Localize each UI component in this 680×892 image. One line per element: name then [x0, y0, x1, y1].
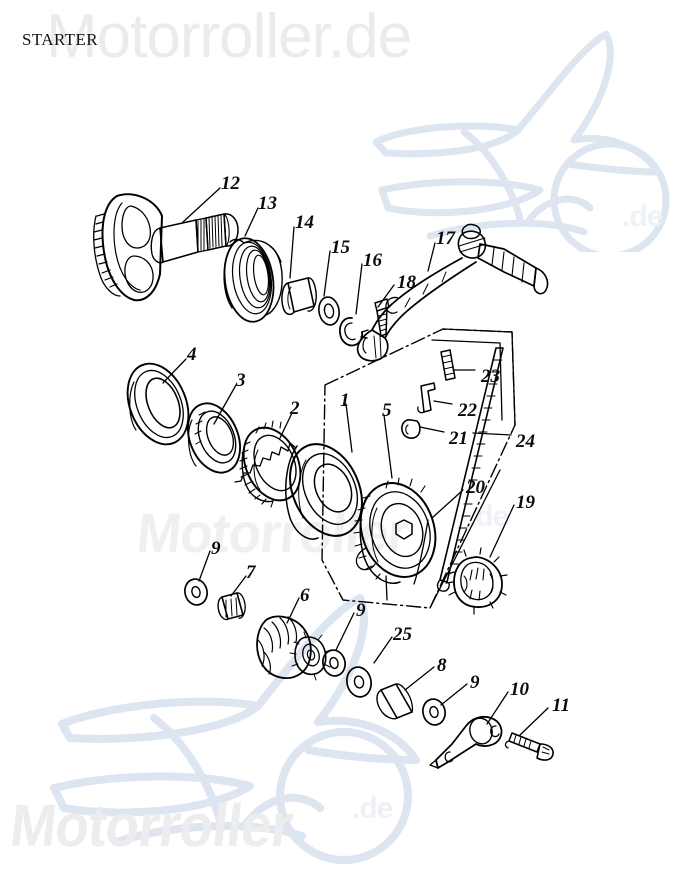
- part-shaft-20: [413, 519, 429, 585]
- part-clutch-cage-2: [239, 420, 302, 508]
- crankcase-outline: [321, 328, 516, 609]
- callout-number-16: 16: [363, 250, 382, 271]
- callout-number-1: 1: [340, 390, 350, 411]
- callout-number-10: 10: [510, 679, 529, 700]
- callout-number-8: 8: [437, 655, 447, 676]
- callout-leader-lines: [162, 187, 549, 736]
- callout-number-9b: 9: [356, 600, 366, 621]
- part-return-spring: [223, 237, 283, 323]
- crankcase-outline-inner: [385, 328, 516, 609]
- part-washer-15: [318, 296, 340, 326]
- part-roll-pin-7: [217, 592, 246, 621]
- callout-number-22: 22: [458, 400, 477, 421]
- part-kick-lever: [356, 223, 549, 362]
- callout-number-5: 5: [382, 400, 392, 421]
- part-idle-gear-6: [256, 615, 332, 681]
- callout-number-7: 7: [246, 562, 256, 583]
- callout-number-24: 24: [516, 431, 535, 452]
- callout-number-20: 20: [466, 477, 485, 498]
- part-washer-9b: [322, 649, 346, 677]
- callout-number-11: 11: [552, 695, 570, 716]
- callout-number-25: 25: [393, 624, 412, 645]
- part-roll-pin-23: [440, 349, 456, 381]
- callout-number-13: 13: [258, 193, 277, 214]
- part-bushing-sleeve: [281, 277, 317, 316]
- callout-number-6: 6: [300, 585, 310, 606]
- part-starter-clutch-1: [234, 442, 363, 540]
- part-bolt-11: [504, 732, 554, 761]
- part-stopper-arm-10: [429, 715, 503, 769]
- page-title: STARTER: [22, 30, 98, 49]
- part-pin-8: [376, 683, 414, 720]
- part-kickstarter-shaft: [93, 193, 239, 302]
- part-washer-9c: [422, 698, 446, 726]
- callout-number-9a: 9: [211, 538, 221, 559]
- callout-number-12: 12: [221, 173, 240, 194]
- callout-number-17: 17: [436, 228, 455, 249]
- part-dowel-pin-22: [417, 382, 436, 414]
- part-bolt-18: [374, 298, 390, 337]
- part-plug-21: [401, 419, 421, 439]
- part-pinion-19: [445, 547, 508, 615]
- callout-number-9c: 9: [470, 672, 480, 693]
- callout-number-23: 23: [481, 366, 500, 387]
- callout-number-2: 2: [290, 398, 300, 419]
- part-driven-gear-5: [353, 477, 437, 584]
- callout-number-15: 15: [331, 237, 350, 258]
- callout-number-4: 4: [187, 344, 197, 365]
- part-bearing-race-3: [187, 402, 241, 474]
- callout-number-21: 21: [449, 428, 468, 449]
- part-washer-9a: [184, 578, 208, 606]
- callout-number-19: 19: [516, 492, 535, 513]
- callout-number-18: 18: [397, 272, 416, 293]
- part-idler-shaft-24: [436, 347, 504, 592]
- callout-number-14: 14: [295, 212, 314, 233]
- part-thrust-washer-4: [126, 362, 190, 446]
- part-shim-washer-25: [346, 666, 372, 698]
- callout-number-3: 3: [236, 370, 246, 391]
